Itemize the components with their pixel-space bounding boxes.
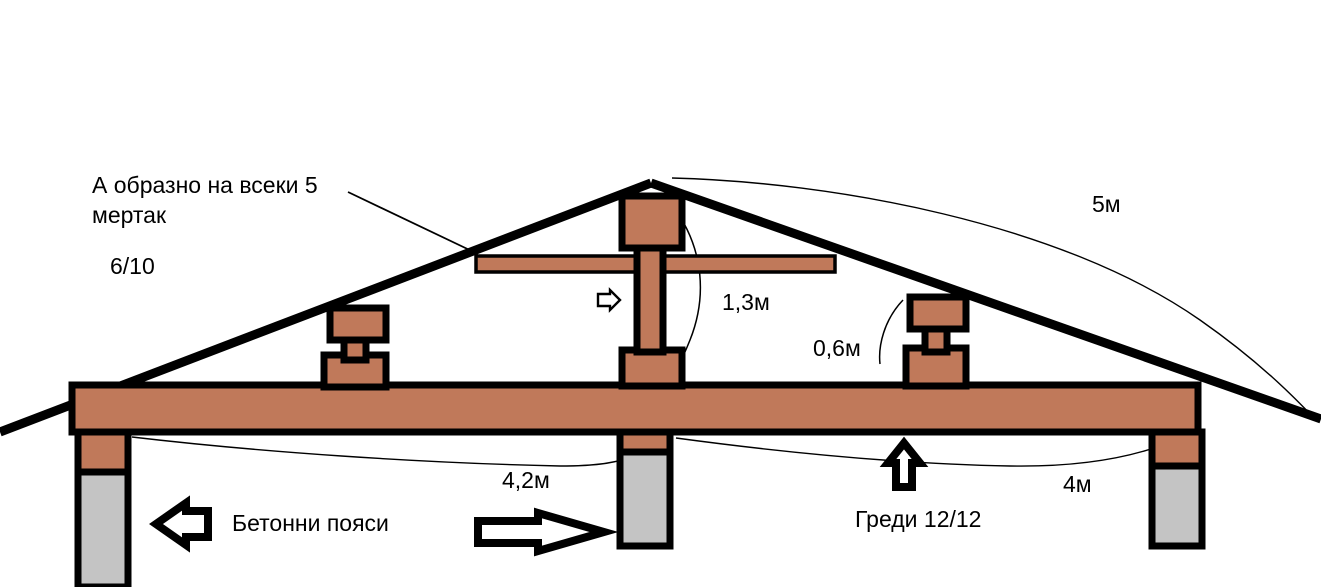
leader-queen-post-height xyxy=(878,299,904,365)
rafter-size-label: 6/10 xyxy=(110,253,155,279)
queen-post-height-label: 0,6м xyxy=(813,335,861,361)
truss-note-line2: мертак xyxy=(92,202,167,228)
leader-truss-note xyxy=(347,191,479,255)
leader-left-bay-span xyxy=(131,436,633,467)
right-rafter xyxy=(649,178,1321,424)
arrow-left-icon xyxy=(149,495,212,553)
right-queen-post-assembly xyxy=(902,293,970,390)
center-concrete-column xyxy=(616,428,674,550)
truss-note-line1: А образно на всеки 5 xyxy=(92,172,318,198)
left-queen-post-assembly xyxy=(320,304,390,391)
beams-caption: Греди 12/12 xyxy=(855,506,982,532)
main-tie-beam xyxy=(68,381,1202,436)
concrete-belts-caption: Бетонни пояси xyxy=(232,510,389,536)
arrow-small-right-icon xyxy=(596,287,622,313)
king-post-height-label: 1,3м xyxy=(722,289,770,315)
leader-right-bay-span xyxy=(675,437,1161,467)
leader-ridge-span xyxy=(671,177,1315,419)
left-bay-span-label: 4,2м xyxy=(502,467,550,493)
arrow-right-icon xyxy=(474,507,619,557)
arrow-up-icon xyxy=(879,436,929,491)
ridge-span-label: 5м xyxy=(1092,191,1121,217)
leader-lines xyxy=(131,177,1315,467)
right-concrete-column xyxy=(1148,428,1206,550)
right-bay-span-label: 4м xyxy=(1063,471,1092,497)
king-post-assembly xyxy=(618,192,686,390)
left-concrete-column xyxy=(74,428,132,587)
